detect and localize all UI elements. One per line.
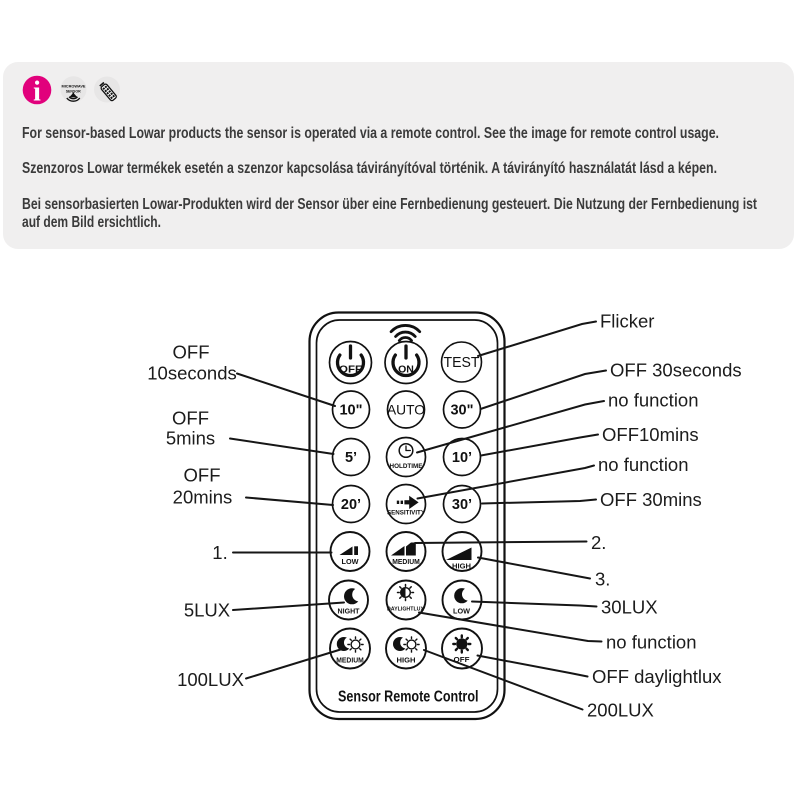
svg-text:5’: 5’ (345, 450, 357, 466)
svg-text:OFF: OFF (172, 408, 209, 429)
svg-text:Sensor Remote Control: Sensor Remote Control (338, 689, 479, 706)
svg-text:no function: no function (598, 454, 689, 475)
svg-text:Szenzoros Lowar termékek eseté: Szenzoros Lowar termékek esetén a szenzo… (22, 160, 717, 177)
svg-text:AUTO: AUTO (387, 402, 425, 418)
svg-text:10": 10" (339, 403, 362, 419)
svg-text:SENSOR: SENSOR (66, 88, 81, 93)
svg-text:OFF: OFF (184, 465, 221, 486)
svg-text:HIGH: HIGH (452, 562, 471, 571)
svg-text:For sensor-based Lowar product: For sensor-based Lowar products the sens… (22, 125, 719, 142)
svg-text:Bei sensorbasierten Lowar-Prod: Bei sensorbasierten Lowar-Produkten wird… (22, 196, 757, 213)
svg-text:MICROWAVE: MICROWAVE (62, 84, 86, 89)
svg-text:LOW: LOW (453, 609, 470, 616)
svg-text:SENSITIVITY: SENSITIVITY (387, 510, 426, 517)
svg-text:10seconds: 10seconds (147, 363, 236, 384)
svg-text:no function: no function (608, 390, 699, 411)
svg-text:OFF 30mins: OFF 30mins (600, 489, 702, 510)
svg-text:OFF: OFF (173, 342, 210, 363)
svg-text:30’: 30’ (452, 497, 472, 513)
svg-text:20’: 20’ (341, 497, 361, 513)
svg-text:30LUX: 30LUX (601, 597, 658, 618)
svg-text:100LUX: 100LUX (177, 669, 244, 690)
svg-text:no function: no function (606, 632, 697, 653)
svg-text:5LUX: 5LUX (184, 600, 230, 621)
svg-text:MEDIUM: MEDIUM (336, 658, 364, 665)
svg-text:200LUX: 200LUX (587, 700, 654, 721)
svg-text:1.: 1. (212, 542, 227, 563)
svg-text:OFF10mins: OFF10mins (602, 424, 699, 445)
svg-text:2.: 2. (591, 532, 606, 553)
svg-text:DAYLIGHTLUX: DAYLIGHTLUX (387, 607, 424, 613)
svg-text:OFF: OFF (454, 657, 471, 664)
svg-text:HIGH: HIGH (397, 658, 416, 665)
svg-text:ON: ON (398, 364, 414, 376)
svg-text:i: i (33, 77, 41, 108)
svg-text:NIGHT: NIGHT (338, 609, 361, 616)
svg-text:HOLDTIME: HOLDTIME (390, 463, 424, 470)
svg-text:MEDIUM: MEDIUM (392, 557, 420, 566)
svg-text:auf dem Bild ersichtlich.: auf dem Bild ersichtlich. (22, 214, 161, 231)
svg-text:5mins: 5mins (166, 428, 215, 449)
svg-text:OFF 30seconds: OFF 30seconds (610, 360, 742, 381)
svg-text:20mins: 20mins (173, 487, 233, 508)
svg-text:OFF: OFF (339, 364, 363, 376)
svg-text:OFF daylightlux: OFF daylightlux (592, 666, 722, 687)
svg-text:30": 30" (450, 403, 473, 419)
svg-text:Flicker: Flicker (600, 311, 654, 332)
svg-text:10’: 10’ (452, 450, 472, 466)
svg-text:3.: 3. (595, 569, 610, 590)
svg-text:LOW: LOW (342, 557, 359, 566)
svg-text:TEST: TEST (444, 355, 480, 371)
